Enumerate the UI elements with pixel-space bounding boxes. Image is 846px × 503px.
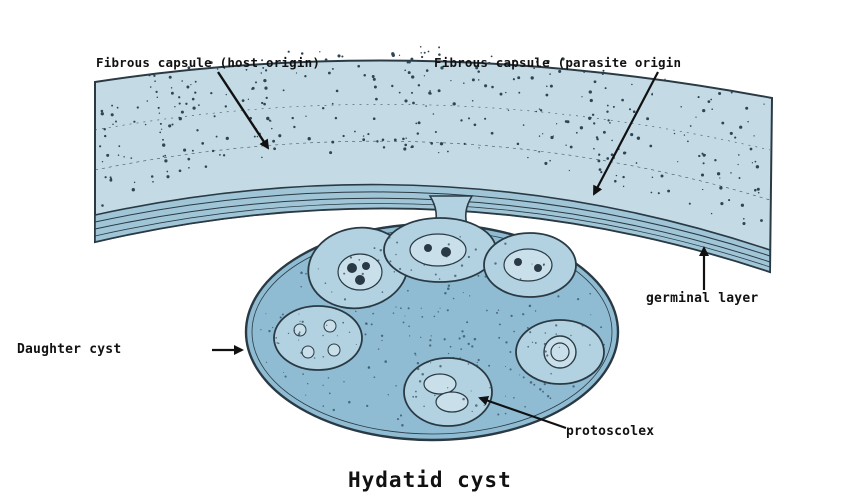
label-germinal-layer: germinal layer [646,291,758,306]
brood-capsule-top-center [384,218,496,282]
brood-capsule-right [516,320,604,384]
brood-capsule-bottom [404,358,492,426]
label-protoscolex: protoscolex [566,424,654,439]
label-daughter-cyst: Daughter cyst [17,342,121,357]
label-parasite-capsule: Fibrous capsule (parasite origin [434,55,681,70]
brood-capsule-left [274,306,362,370]
label-host-capsule: Fibrous capsule (host origin) [96,55,320,70]
brood-capsule-top-right [484,233,576,297]
diagram-title: Hydatid cyst [348,468,512,492]
